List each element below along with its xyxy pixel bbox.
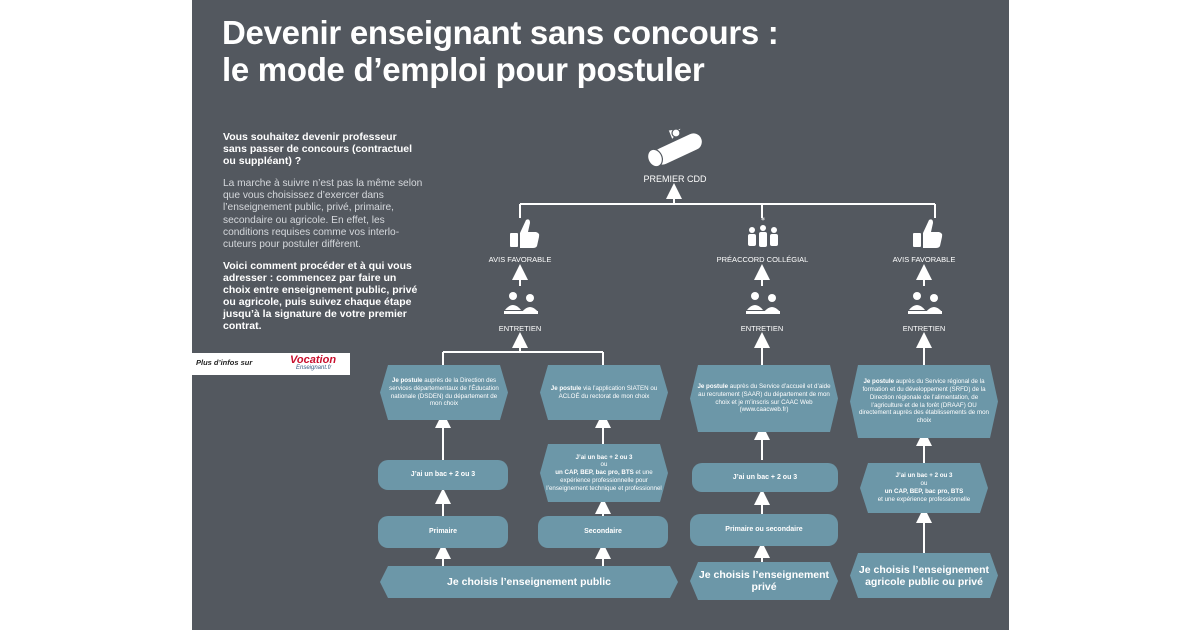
- more-info-banner[interactable]: Plus d’infos sur Vocation Enseignant.fr: [192, 353, 350, 375]
- apply-box-secondaire: Je postule via l’application SIATEN ou A…: [540, 365, 668, 420]
- interview-label-public: ENTRETIEN: [498, 324, 542, 333]
- outcome-label-agricole: AVIS FAVORABLE: [892, 255, 956, 264]
- apply-box-primaire: Je postule auprès de la Direction des se…: [380, 365, 508, 420]
- level-box-prive: Primaire ou secondaire: [690, 514, 838, 546]
- intro-question: Vous souhaitez devenir professeur sans p…: [223, 131, 413, 167]
- apply-box-agricole: Je postule auprès du Service régional de…: [850, 365, 998, 438]
- svg-text:*: *: [761, 216, 765, 225]
- connector-lines: [435, 183, 936, 566]
- diploma-box-prive: J’ai un bac + 2 ou 3: [692, 463, 838, 492]
- choice-public: Je choisis l’enseignement public: [380, 566, 678, 598]
- interview-label-agricole: ENTRETIEN: [902, 324, 946, 333]
- diploma-box-primaire: J’ai un bac + 2 ou 3: [378, 460, 508, 490]
- thumbs-up-icon: [913, 219, 943, 248]
- more-info-label: Plus d’infos sur: [196, 358, 253, 367]
- interview-icon: [908, 292, 942, 314]
- thumbs-up-icon: [510, 219, 540, 248]
- level-box-primaire: Primaire: [378, 516, 508, 548]
- intro-howto: Voici comment procéder et à qui vous adr…: [223, 260, 418, 332]
- outcome-label-public: AVIS FAVORABLE: [488, 255, 552, 264]
- vocation-logo-sub: Enseignant.fr: [296, 365, 332, 371]
- page-title: Devenir enseignant sans concours : le mo…: [222, 14, 779, 88]
- vocation-logo: Vocation: [290, 354, 337, 366]
- group-icon: *: [748, 216, 778, 247]
- interview-label-prive: ENTRETIEN: [740, 324, 784, 333]
- interview-icon: [504, 292, 538, 314]
- apply-box-prive: Je postule auprès du Service d’accueil e…: [690, 365, 838, 432]
- choice-prive: Je choisis l’enseignement privé: [690, 562, 838, 600]
- diploma-box-agricole: J’ai un bac + 2 ou 3 ou un CAP, BEP, bac…: [860, 463, 988, 513]
- choice-agricole: Je choisis l’enseignement agricole publi…: [850, 553, 998, 598]
- level-box-secondaire: Secondaire: [538, 516, 668, 548]
- premier-cdd-label: PREMIER CDD: [643, 174, 707, 184]
- diploma-icon: [647, 127, 704, 168]
- diploma-box-secondaire: J’ai un bac + 2 ou 3 ou un CAP, BEP, bac…: [540, 444, 668, 502]
- outcome-label-prive: PRÉACCORD COLLÉGIAL: [716, 255, 809, 264]
- intro-paragraph: La marche à suivre n’est pas la même sel…: [223, 178, 423, 251]
- interview-icon: [746, 292, 780, 314]
